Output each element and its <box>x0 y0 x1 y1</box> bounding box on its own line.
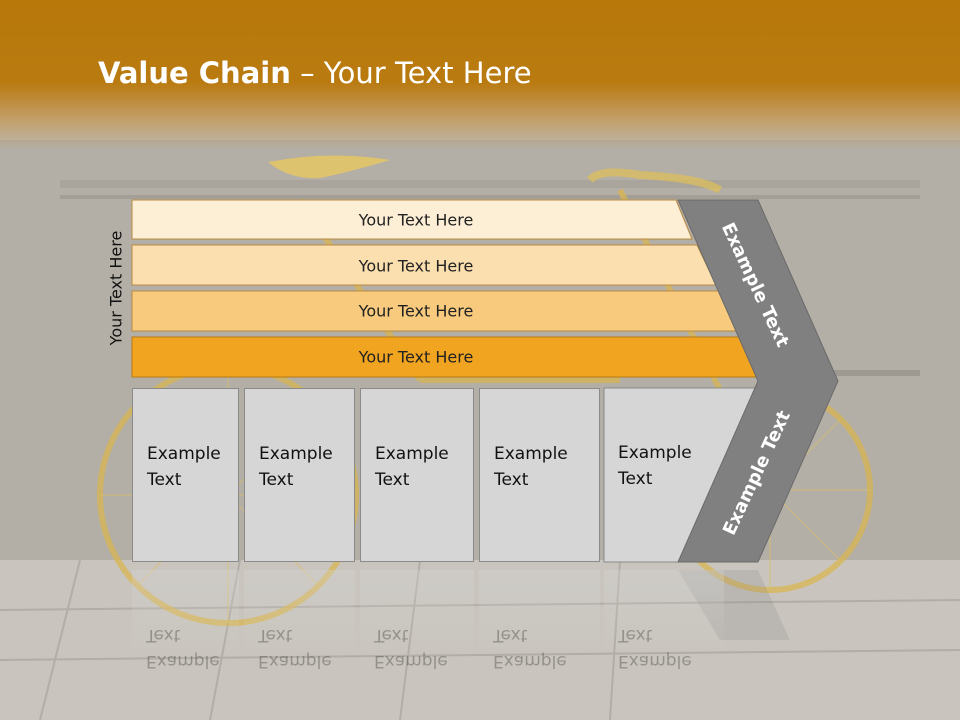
title-rest: – Your Text Here <box>290 56 532 90</box>
chevron-reflection <box>678 570 790 640</box>
band-2[interactable]: Your Text Here <box>132 246 700 285</box>
title-bar <box>0 0 960 150</box>
chevron-shape[interactable] <box>677 199 839 563</box>
slide-title: Value Chain – Your Text Here <box>98 56 532 90</box>
band-4[interactable]: Your Text Here <box>132 337 700 377</box>
band-3-label: Your Text Here <box>358 301 474 321</box>
band-shape-1 <box>131 199 693 240</box>
band-1-label: Your Text Here <box>358 210 474 229</box>
title-bold: Value Chain <box>98 56 291 90</box>
band-3[interactable]: Your Text Here <box>132 291 700 331</box>
band-2-label: Your Text Here <box>358 256 474 275</box>
band-4-label: Your Text Here <box>358 347 474 367</box>
band-1[interactable]: Your Text Here <box>132 200 700 239</box>
